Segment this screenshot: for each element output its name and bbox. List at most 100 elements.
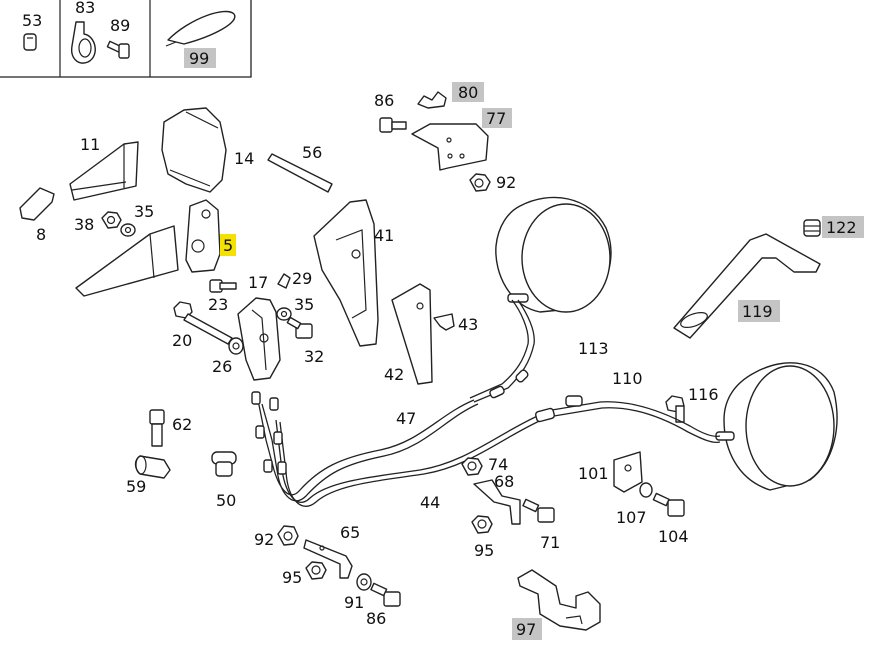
pipe-clamp-83-icon bbox=[71, 21, 96, 64]
label-86-top: 86 bbox=[374, 91, 394, 110]
label-59: 59 bbox=[126, 477, 146, 496]
label-95-left: 95 bbox=[282, 568, 302, 587]
bracket-5-icon bbox=[75, 199, 221, 297]
label-32: 32 bbox=[304, 347, 324, 366]
label-99: 99 bbox=[189, 49, 209, 68]
bracket-101-icon bbox=[613, 451, 643, 493]
bolt-23-icon bbox=[209, 279, 237, 293]
label-91: 91 bbox=[344, 593, 364, 612]
cable-tie-99-icon bbox=[165, 10, 236, 47]
label-113: 113 bbox=[578, 339, 609, 358]
nut-92-bottom-icon bbox=[277, 525, 299, 546]
bracket-68-icon bbox=[473, 479, 521, 525]
highlight-122 bbox=[822, 216, 864, 238]
bracket-80-icon bbox=[417, 91, 447, 109]
bracket-11-icon bbox=[69, 141, 139, 201]
nut-74-icon bbox=[461, 457, 483, 476]
label-92-top: 92 bbox=[496, 173, 516, 192]
label-41: 41 bbox=[374, 226, 394, 245]
label-101: 101 bbox=[578, 464, 609, 483]
washer-35-left-icon bbox=[120, 223, 136, 237]
label-116: 116 bbox=[688, 385, 719, 404]
legend-box bbox=[0, 0, 252, 78]
highlight-97 bbox=[512, 618, 542, 640]
highlight-99 bbox=[184, 48, 216, 68]
nut-38-icon bbox=[101, 211, 122, 229]
label-89: 89 bbox=[110, 16, 130, 35]
label-122: 122 bbox=[826, 218, 857, 237]
label-77: 77 bbox=[486, 109, 506, 128]
grommet-50-icon bbox=[211, 451, 237, 477]
nut-95-left-icon bbox=[305, 561, 327, 580]
label-11: 11 bbox=[80, 135, 100, 154]
label-47: 47 bbox=[396, 409, 416, 428]
plate-42-icon bbox=[391, 283, 433, 385]
label-38: 38 bbox=[74, 215, 94, 234]
label-110: 110 bbox=[612, 369, 643, 388]
cable-ends-icon bbox=[251, 391, 287, 475]
highlight-77 bbox=[482, 108, 512, 128]
screw-89-icon bbox=[106, 40, 130, 59]
label-86-bottom: 86 bbox=[366, 609, 386, 628]
washer-107-icon bbox=[639, 482, 653, 498]
label-119: 119 bbox=[742, 302, 773, 321]
grommet-122-icon bbox=[803, 219, 821, 237]
label-17: 17 bbox=[248, 273, 268, 292]
bolt-116-icon bbox=[665, 395, 685, 423]
label-5: 5 bbox=[223, 236, 233, 255]
label-26: 26 bbox=[212, 357, 232, 376]
bracket-65-icon bbox=[303, 539, 353, 579]
label-65: 65 bbox=[340, 523, 360, 542]
pad-8-icon bbox=[19, 187, 55, 221]
label-35-left: 35 bbox=[134, 202, 154, 221]
highlight-80 bbox=[452, 82, 484, 102]
bolt-86-bottom-icon bbox=[370, 582, 401, 607]
cover-14-icon bbox=[161, 107, 227, 193]
label-43: 43 bbox=[458, 315, 478, 334]
label-104: 104 bbox=[658, 527, 689, 546]
label-44: 44 bbox=[420, 493, 440, 512]
label-23: 23 bbox=[208, 295, 228, 314]
bolt-86-icon bbox=[379, 117, 407, 133]
cable-113-icon bbox=[469, 299, 535, 403]
bushing-59-icon bbox=[134, 455, 171, 479]
cable-110-icon bbox=[489, 369, 721, 444]
cover-41-icon bbox=[313, 199, 379, 347]
label-97: 97 bbox=[516, 620, 536, 639]
label-42: 42 bbox=[384, 365, 404, 384]
nut-95-right-icon bbox=[471, 515, 493, 534]
label-107: 107 bbox=[616, 508, 647, 527]
bracket-119-icon bbox=[673, 233, 821, 339]
fog-lamp-110-icon bbox=[715, 362, 838, 491]
label-20: 20 bbox=[172, 331, 192, 350]
label-35-center: 35 bbox=[294, 295, 314, 314]
bolt-32-icon bbox=[286, 316, 313, 339]
highlight-5 bbox=[220, 234, 236, 256]
washer-35-center-icon bbox=[276, 307, 292, 321]
bracket-97-icon bbox=[517, 569, 601, 631]
washer-26-icon bbox=[228, 337, 244, 355]
label-62: 62 bbox=[172, 415, 192, 434]
clip-53-icon bbox=[23, 33, 37, 51]
retainer-17-icon bbox=[277, 273, 291, 289]
fog-lamp-113-icon bbox=[495, 196, 612, 313]
label-53: 53 bbox=[22, 11, 42, 30]
lever-bracket-icon bbox=[237, 297, 281, 381]
plug-43-icon bbox=[433, 313, 455, 331]
rod-56-icon bbox=[267, 153, 333, 193]
bolt-20-icon bbox=[173, 301, 233, 345]
washer-91-icon bbox=[356, 573, 372, 591]
label-14: 14 bbox=[234, 149, 254, 168]
bolt-71-icon bbox=[522, 498, 555, 523]
label-56: 56 bbox=[302, 143, 322, 162]
sleeve-62-icon bbox=[149, 409, 165, 447]
bracket-77-icon bbox=[411, 123, 489, 171]
label-95-right: 95 bbox=[474, 541, 494, 560]
label-68: 68 bbox=[494, 472, 514, 491]
label-29: 29 bbox=[292, 269, 312, 288]
highlight-119 bbox=[738, 300, 780, 322]
label-80: 80 bbox=[458, 83, 478, 102]
nut-92-top-icon bbox=[469, 173, 491, 192]
label-8: 8 bbox=[36, 225, 46, 244]
part-labels: 53 83 89 99 86 80 77 92 11 14 56 8 38 35… bbox=[22, 0, 857, 639]
